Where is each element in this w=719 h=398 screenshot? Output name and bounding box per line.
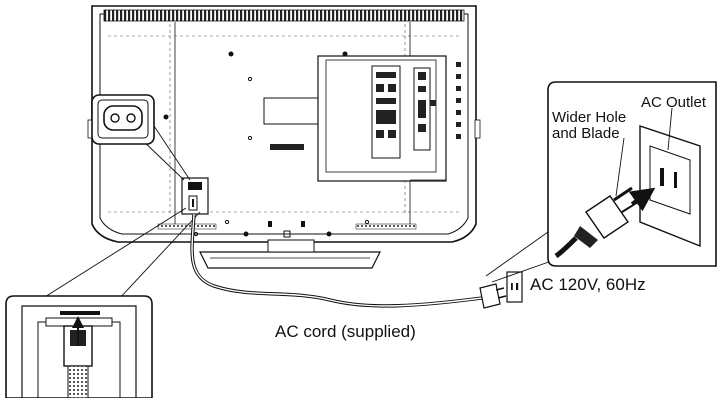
outlet-callout	[485, 81, 717, 283]
wider-hole-line-1: Wider Hole	[552, 109, 627, 126]
polarized-plug-detail	[554, 186, 639, 259]
tv-stand	[199, 239, 381, 269]
vesa-screws	[163, 51, 370, 237]
wall-plug	[479, 283, 507, 309]
top-vent	[103, 9, 465, 22]
inlet-callout	[91, 94, 191, 181]
ac-cord-label: AC cord (supplied)	[275, 322, 416, 341]
wider-hole-label: Wider Hole and Blade	[552, 110, 626, 142]
wider-hole-line-2: and Blade	[552, 124, 620, 142]
ac-outlet-label: AC Outlet	[641, 94, 707, 111]
ac-inlet-icon	[103, 105, 143, 131]
power-rating-label: AC 120V, 60Hz	[530, 275, 646, 294]
rating-label-plate	[263, 97, 321, 125]
bottom-markers	[268, 221, 305, 238]
wall-outlet-small	[506, 271, 523, 303]
tv-ac-inlet	[181, 177, 209, 215]
input-terminal-panel	[317, 55, 461, 182]
cord-insertion-callout	[5, 207, 201, 398]
